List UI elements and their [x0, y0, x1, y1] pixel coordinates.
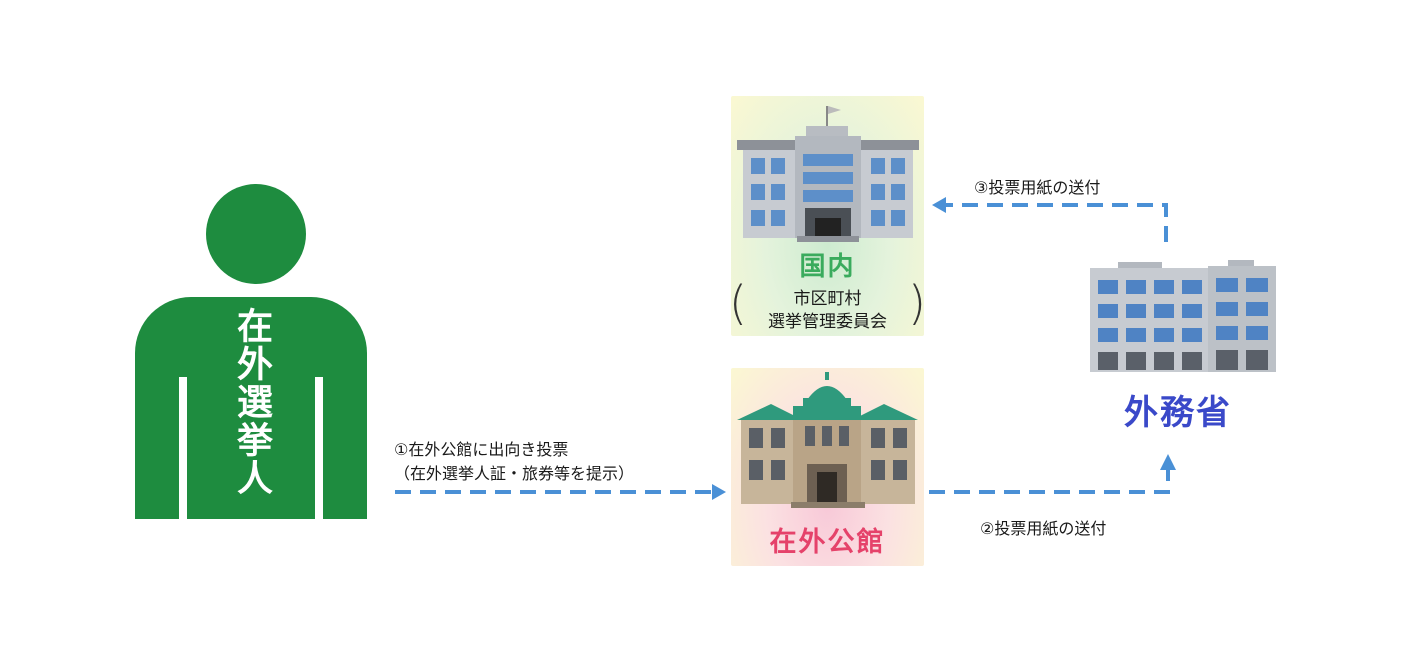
step1-caption-line1: ①在外公館に出向き投票	[394, 440, 569, 459]
arrowhead-icon	[1160, 454, 1176, 470]
overseas-mission-title: 在外公館	[769, 527, 886, 558]
domestic-subtitle-line1: 市区町村	[793, 289, 862, 309]
paren-close: )	[908, 276, 926, 330]
domestic-panel: 国内 ( 市区町村 選挙管理委員会 )	[729, 96, 926, 336]
step1-caption-line2: （在外選挙人証・旅券等を提示）	[394, 464, 635, 483]
arrowhead-icon	[712, 484, 726, 500]
person-head-icon	[206, 184, 306, 284]
mofa-label: 外務省	[1124, 393, 1232, 433]
dashed-arrow-icon	[929, 468, 1170, 494]
step3-caption: ③投票用紙の送付	[974, 178, 1101, 197]
paren-open: (	[729, 276, 747, 330]
person-body-icon: 在外選挙人	[135, 297, 367, 519]
step2-caption: ②投票用紙の送付	[980, 519, 1107, 538]
overseas-mission-panel: 在外公館	[731, 368, 924, 566]
dashed-arrow-icon	[944, 203, 1168, 242]
person-arm-line	[315, 377, 323, 519]
person-arm-line	[179, 377, 187, 519]
arrowhead-icon	[932, 197, 946, 213]
domestic-title: 国内	[799, 252, 856, 282]
voter-label: 在外選挙人	[231, 307, 272, 497]
domestic-subtitle-line2: 選挙管理委員会	[768, 312, 887, 332]
embassy-building-icon	[737, 372, 918, 508]
ministry-building-icon	[1090, 260, 1276, 372]
city-hall-icon	[737, 106, 919, 242]
